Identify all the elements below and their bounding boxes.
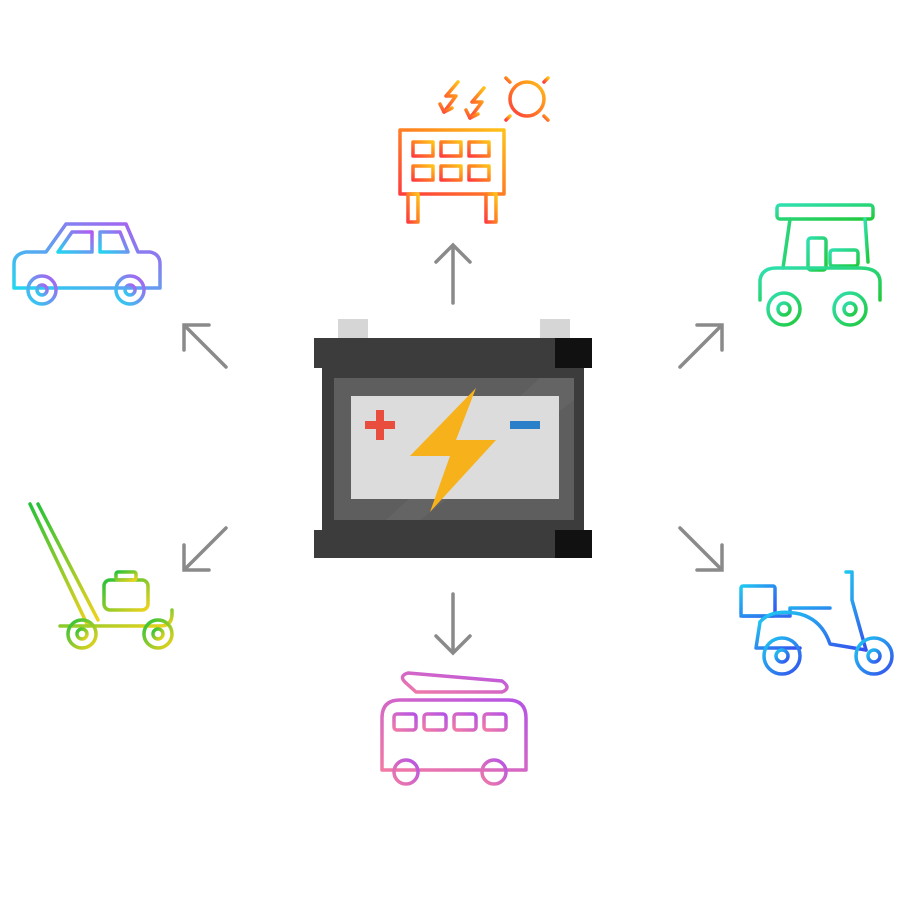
scooter-icon (739, 570, 894, 676)
minus-sign-icon (510, 421, 540, 429)
car-battery-icon (314, 319, 592, 558)
golf-cart-icon (758, 203, 882, 327)
arrow-icon (434, 592, 472, 656)
battery-base (314, 530, 592, 558)
plus-sign-icon (365, 410, 395, 440)
lawn-mower-icon (26, 502, 174, 650)
arrow-icon (182, 323, 228, 369)
arrow-icon (678, 323, 724, 369)
camper-van-icon (380, 671, 528, 786)
solar-panel-icon (398, 68, 558, 224)
battery-top-lid (314, 338, 592, 368)
car-icon (12, 222, 162, 306)
arrow-icon (678, 526, 724, 572)
negative-terminal-post (540, 319, 570, 339)
lightning-bolt-icon (410, 388, 496, 512)
positive-terminal-post (338, 319, 368, 339)
arrow-icon (182, 526, 228, 572)
arrow-icon (434, 242, 472, 305)
